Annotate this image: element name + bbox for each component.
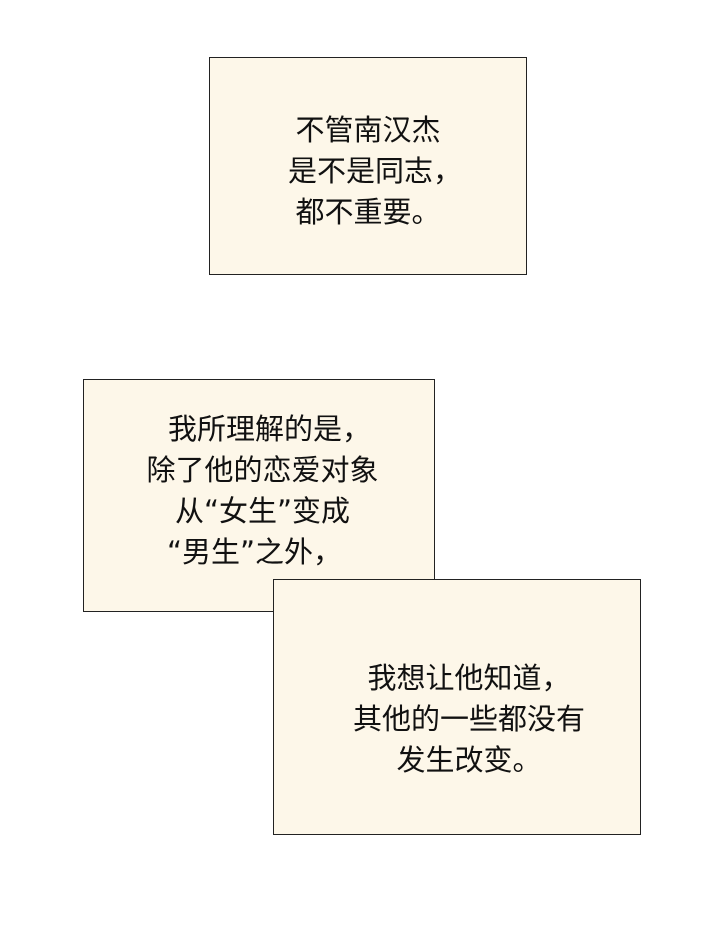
caption-line: 是不是同志，: [287, 154, 462, 188]
caption-text-2: 我所理解的是， 除了他的恋爱对象 从“女生”变成 “男生”之外，: [90, 409, 435, 573]
caption-line: 我想让他知道，: [367, 661, 571, 695]
caption-line: 都不重要。: [295, 195, 441, 229]
caption-line: 发生改变。: [396, 743, 542, 777]
caption-line: 不管南汉杰: [295, 113, 441, 147]
caption-text-3: 我想让他知道， 其他的一些都没有 发生改变。: [285, 658, 653, 781]
caption-box-1: [209, 57, 527, 275]
caption-line: “男生”之外，: [166, 535, 343, 569]
caption-box-2: [83, 379, 435, 612]
caption-line: 其他的一些都没有: [352, 702, 585, 736]
caption-line: 从“女生”变成: [174, 494, 351, 528]
caption-text-1: 不管南汉杰 是不是同志， 都不重要。: [209, 110, 527, 233]
caption-box-3: [273, 579, 641, 835]
caption-line: 我所理解的是，: [167, 412, 371, 446]
caption-line: 除了他的恋爱对象: [146, 453, 379, 487]
